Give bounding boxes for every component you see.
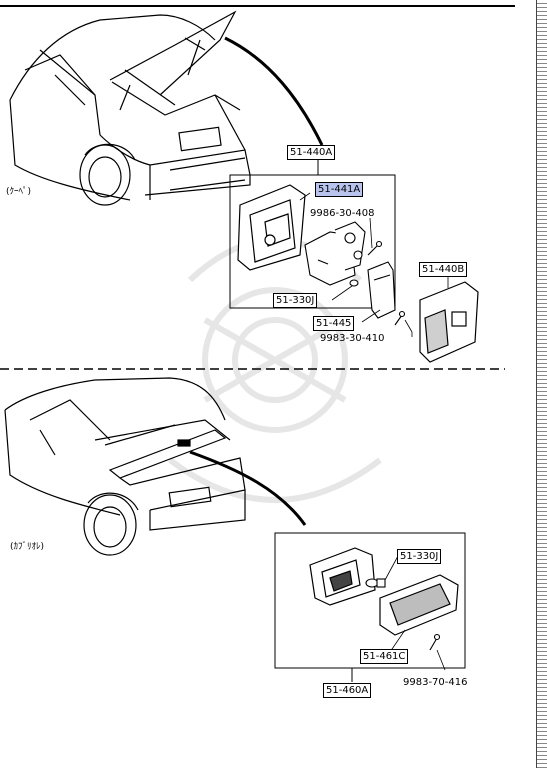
coupe-part-cover-label: 51-440B <box>419 262 468 277</box>
coupe-car-illustration <box>9 10 251 206</box>
coupe-part-bracket-label: 51-445 <box>313 316 355 331</box>
coupe-part-screw-lower-label: 9983-30-410 <box>320 333 385 344</box>
coupe-housing-part <box>237 184 306 271</box>
cabriolet-part-lens-label: 51-461C <box>360 649 409 664</box>
coupe-part-screw-upper-label: 9986-30-408 <box>310 208 375 219</box>
cabriolet-part-screw-label: 9983-70-416 <box>403 677 468 688</box>
cabriolet-housing-part <box>309 547 376 606</box>
coupe-part-bulb-label: 51-330J <box>273 293 318 308</box>
coupe-socket-part <box>304 221 366 286</box>
watermark-emblem <box>168 237 382 503</box>
cabriolet-assembly-label: 51-460A <box>323 683 372 698</box>
coupe-bracket-part <box>367 261 396 319</box>
coupe-cover-part <box>419 281 479 363</box>
coupe-part-housing-label: 51-441A <box>315 182 364 197</box>
cabriolet-leader-curve <box>189 450 307 526</box>
cabriolet-leader-lines <box>384 555 446 671</box>
cabriolet-lens-part <box>379 574 459 636</box>
coupe-assembly-frame <box>229 174 396 309</box>
cabriolet-part-bulb-label: 51-330J <box>397 549 442 564</box>
coupe-leader-curve <box>224 36 324 146</box>
cabriolet-bulb <box>365 578 386 588</box>
coupe-assembly-label: 51-440A <box>287 145 336 160</box>
coupe-bulb <box>349 279 359 287</box>
coupe-body-label: (ｸｰﾍﾟ) <box>6 187 32 197</box>
page-edge-binding <box>536 0 547 768</box>
cabriolet-car-illustration <box>4 377 246 556</box>
cabriolet-body-label: (ｶﾌﾞﾘｵﾚ) <box>10 542 45 552</box>
coupe-screw-lower <box>394 310 406 326</box>
coupe-leader-lines <box>299 192 449 337</box>
coupe-screw-upper <box>367 240 383 256</box>
cabriolet-assembly-frame <box>274 532 466 669</box>
cabriolet-screw <box>429 633 441 651</box>
